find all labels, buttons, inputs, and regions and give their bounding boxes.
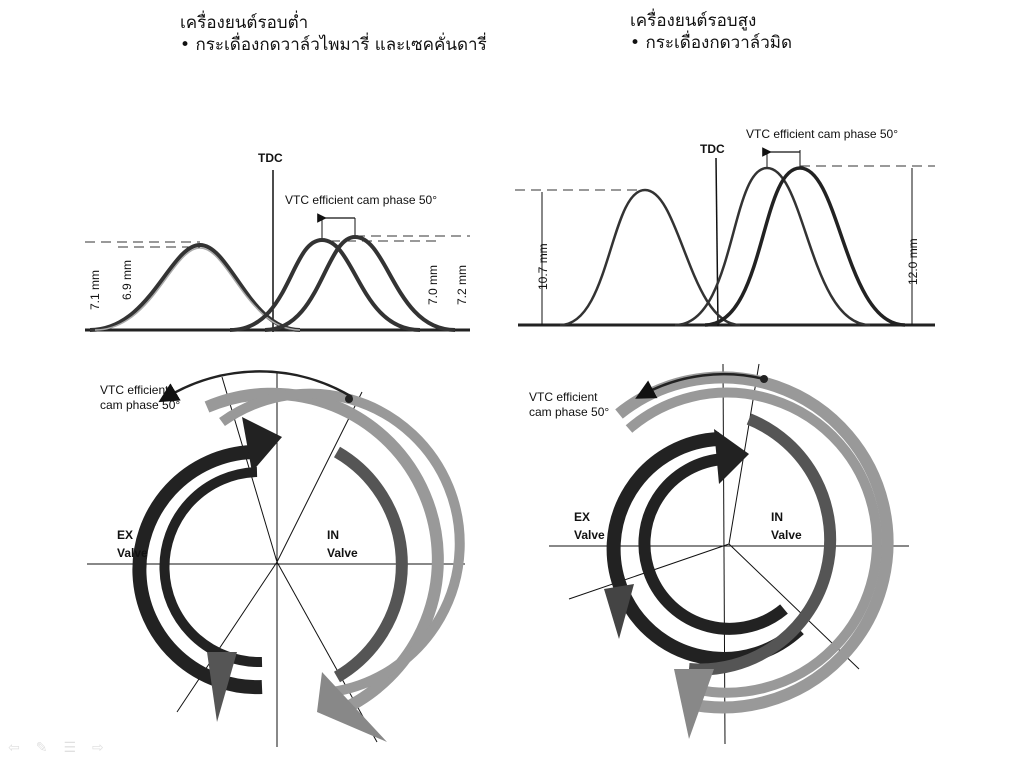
phase-arrow: [635, 372, 765, 399]
in-label-1: IN: [327, 528, 339, 542]
ex-arrowhead-2: [207, 652, 237, 722]
in-label-2: Valve: [771, 528, 802, 542]
right-lift-chart: TDC VTC efficient cam phase 50° 10.7 mm …: [515, 127, 935, 327]
ray: [276, 391, 363, 563]
ex-label-2: Valve: [117, 546, 148, 560]
left-lift-chart: TDC VTC efficient cam phase 50° 7.1 mm 6…: [85, 151, 470, 332]
arrow-left-icon[interactable]: ⇦: [8, 740, 20, 756]
ex-arc-inner: [638, 453, 788, 635]
in-curve-2: [704, 166, 906, 327]
phase-arrow: [158, 370, 353, 403]
ex-curve: [559, 188, 741, 327]
pen-icon[interactable]: ✎: [35, 740, 48, 756]
ex-curve-2: [94, 247, 301, 331]
lift-107: 10.7 mm: [536, 243, 550, 290]
in-arc-3: [688, 413, 837, 676]
lift-70: 7.0 mm: [426, 265, 440, 305]
right-heading: เครื่องยนต์รอบสูง • กระเดื่องกดวาล์วมิด: [630, 10, 792, 54]
left-heading: เครื่องยนต์รอบต่ำ • กระเดื่องกดวาล์วไพมา…: [180, 12, 487, 56]
in-curve-1: [229, 237, 421, 332]
phase-label-2: cam phase 50°: [100, 398, 180, 412]
ex-arrowhead: [242, 417, 282, 472]
lift-71: 7.1 mm: [88, 270, 102, 310]
in-label-1: IN: [771, 510, 783, 524]
phase-dot: [760, 375, 768, 383]
phase-dot: [345, 395, 353, 403]
tdc-label: TDC: [700, 142, 725, 156]
in-arrowhead: [674, 669, 714, 739]
ex-arrowhead-2: [604, 584, 634, 639]
v-axis: [722, 363, 726, 745]
in-label-2: Valve: [327, 546, 358, 560]
ex-label-1: EX: [117, 528, 133, 542]
right-bullet: • กระเดื่องกดวาล์วมิด: [630, 33, 792, 53]
ex-curve-1: [89, 242, 301, 332]
tdc-label: TDC: [258, 151, 283, 165]
phase-label: VTC efficient cam phase 50°: [285, 193, 437, 207]
menu-icon[interactable]: ☰: [63, 740, 77, 756]
phase-label: VTC efficient cam phase 50°: [746, 127, 898, 141]
ex-arc-inner: [159, 467, 263, 668]
lift-72: 7.2 mm: [455, 265, 469, 305]
in-arc-3: [333, 446, 408, 683]
phase-label-1: VTC efficient: [100, 383, 169, 397]
in-arc-2: [625, 387, 882, 698]
lift-120: 12.0 mm: [906, 238, 920, 285]
in-curve-1: [674, 166, 871, 327]
left-bullet: • กระเดื่องกดวาล์วไพมารี่ และเซคคั่นดารี…: [180, 35, 487, 55]
left-bullet-text: กระเดื่องกดวาล์วไพมารี่ และเซคคั่นดารี่: [195, 35, 487, 55]
ex-label-2: Valve: [574, 528, 605, 542]
tdc-line: [715, 157, 719, 327]
ex-label-1: EX: [574, 510, 590, 524]
ex-arrowhead: [714, 429, 749, 484]
left-timing-diagram: VTC efficient cam phase 50° EX Valve IN …: [87, 370, 465, 747]
right-bullet-text: กระเดื่องกดวาล์วมิด: [645, 33, 792, 53]
in-arc-1: [615, 371, 894, 714]
lift-69: 6.9 mm: [120, 260, 134, 300]
phase-label-1: VTC efficient: [529, 390, 598, 404]
phase-label-2: cam phase 50°: [529, 405, 609, 419]
ray: [276, 561, 378, 743]
arrow-right-icon[interactable]: ⇨: [92, 740, 104, 756]
in-curve-2: [264, 234, 456, 332]
ex-arc-outer: [132, 445, 263, 695]
in-arrowhead: [317, 672, 387, 742]
right-title: เครื่องยนต์รอบสูง: [630, 11, 757, 31]
left-title: เครื่องยนต์รอบต่ำ: [180, 13, 309, 33]
in-arc-2: [219, 388, 465, 697]
right-timing-diagram: VTC efficient cam phase 50° EX Valve IN …: [529, 363, 909, 745]
slide-nav: ⇦ ✎ ☰ ⇨: [8, 740, 104, 756]
ray: [176, 561, 278, 713]
